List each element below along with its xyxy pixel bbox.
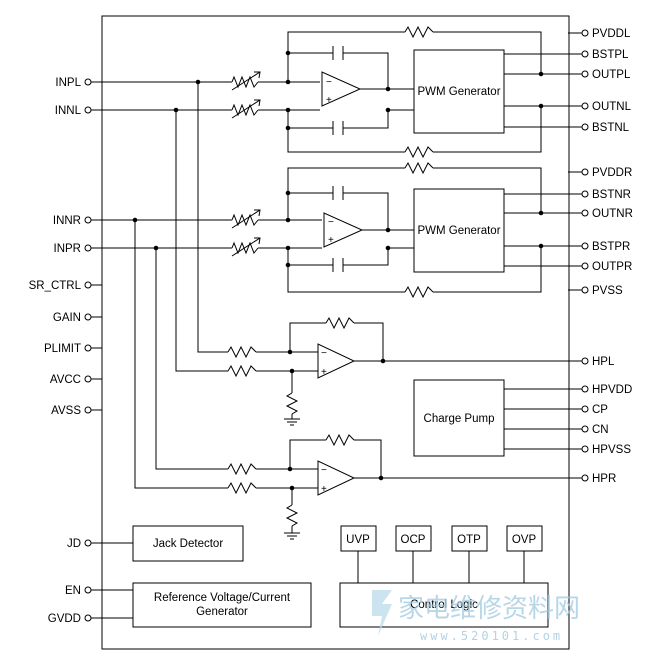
pin-hpl-label: HPL: [592, 356, 615, 368]
pin-innl-terminal: [84, 106, 92, 114]
class-d-amp-left: [321, 71, 362, 107]
pin-cp-terminal: [581, 405, 589, 413]
watermark-text: 家电维修资料网: [398, 594, 580, 624]
pin-hpvdd-terminal: [581, 385, 589, 393]
headphone-amp-right: [132, 217, 582, 540]
pin-avss-terminal: [84, 406, 92, 414]
pin-gain-terminal: [84, 313, 92, 321]
pin-outpl-terminal: [581, 70, 589, 78]
pin-hpr-label: HPR: [592, 473, 616, 485]
hp-amp-left-minus: −: [321, 348, 327, 359]
pin-inpr-label: INPR: [54, 243, 81, 255]
ovp-label: OVP: [512, 534, 537, 546]
pin-bstnl-label: BSTNL: [592, 122, 630, 134]
pin-plimit-label: PLIMIT: [44, 343, 81, 355]
charge-pump-block: [413, 379, 505, 457]
pin-bstnr-label: BSTNR: [592, 189, 631, 201]
watermark-url: www.520101.com: [420, 629, 563, 643]
pin-bstnl-terminal: [581, 123, 589, 131]
uvp-label: UVP: [346, 534, 370, 546]
left-pins: INPL INNL INNR INPR SR_CTRL GAIN PLIMIT AVCC AVS…: [29, 77, 92, 625]
pin-gvdd-terminal: [84, 614, 92, 622]
pin-jd-terminal: [84, 539, 92, 547]
control-logic-label: Control Logic: [410, 599, 478, 611]
hp-amp-right-minus: −: [321, 465, 327, 476]
pin-outnr-terminal: [581, 209, 589, 217]
pin-hpr-terminal: [581, 474, 589, 482]
pin-outpr-label: OUTPR: [592, 261, 632, 273]
pin-outnl-label: OUTNL: [592, 101, 632, 113]
pin-hpvss-terminal: [581, 445, 589, 453]
charge-pump-label: Charge Pump: [424, 413, 495, 425]
amp-right-plus: +: [328, 235, 334, 246]
pin-sr_ctrl-terminal: [84, 281, 92, 289]
pin-sr_ctrl-label: SR_CTRL: [29, 280, 82, 292]
right-pins: PVDDL BSTPL OUTPL OUTNL BSTNL PVDDR BSTNR OUTNR…: [581, 28, 633, 485]
amp-left-minus: −: [326, 77, 332, 88]
pin-bstpr-label: BSTPR: [592, 241, 630, 253]
ocp-label: OCP: [401, 534, 426, 546]
reference-generator-block: [132, 582, 312, 628]
pin-cp-label: CP: [592, 404, 608, 416]
pin-pvddr-label: PVDDR: [592, 167, 632, 179]
right-channel-amplifier: [91, 161, 582, 299]
pin-inpl-terminal: [84, 78, 92, 86]
pin-innr-label: INNR: [53, 215, 81, 227]
pin-plimit-terminal: [84, 344, 92, 352]
hp-amp-right-plus: +: [321, 484, 327, 495]
pin-innr-terminal: [84, 216, 92, 224]
reference-generator-label-line2: Generator: [196, 606, 248, 618]
pin-hpvdd-label: HPVDD: [592, 384, 632, 396]
watermark: 家电维修资料网 www.520101.com: [372, 590, 580, 643]
pin-bstpl-terminal: [581, 50, 589, 58]
control-logic-block: [339, 582, 549, 628]
headphone-amp-left: [173, 79, 582, 426]
pin-jd-label: JD: [67, 538, 81, 550]
pin-pvddl-label: PVDDL: [592, 28, 631, 40]
pin-inpr-terminal: [84, 244, 92, 252]
pin-bstpl-label: BSTPL: [592, 49, 629, 61]
pin-outpr-terminal: [581, 262, 589, 270]
reference-generator-label-line1: Reference Voltage/Current: [154, 592, 291, 604]
pin-outnr-label: OUTNR: [592, 208, 633, 220]
pin-hpvss-label: HPVSS: [592, 444, 631, 456]
pin-pvddl-terminal: [581, 29, 589, 37]
amp-left-plus: +: [326, 95, 332, 106]
pin-inpl-label: INPL: [55, 77, 81, 89]
pin-bstnr-terminal: [581, 190, 589, 198]
left-channel-amplifier: [91, 25, 582, 159]
pin-cn-label: CN: [592, 424, 609, 436]
pin-pvss-terminal: [581, 286, 589, 294]
pin-pvss-label: PVSS: [592, 285, 623, 297]
pwm-generator-right-label: PWM Generator: [417, 225, 500, 237]
pin-en-terminal: [84, 586, 92, 594]
pin-gain-label: GAIN: [53, 312, 81, 324]
pin-hpl-terminal: [581, 357, 589, 365]
pin-en-label: EN: [65, 585, 81, 597]
otp-label: OTP: [457, 534, 481, 546]
pin-avss-label: AVSS: [51, 405, 81, 417]
pin-outnl-terminal: [581, 102, 589, 110]
pin-bstpr-terminal: [581, 242, 589, 250]
pin-outpl-label: OUTPL: [592, 69, 631, 81]
pin-cn-terminal: [581, 425, 589, 433]
pin-gvdd-label: GVDD: [48, 613, 81, 625]
pin-innl-label: INNL: [55, 105, 82, 117]
hp-amp-left-plus: +: [321, 367, 327, 378]
jack-detector-label: Jack Detector: [153, 538, 223, 550]
pin-pvddr-terminal: [581, 168, 589, 176]
pwm-generator-left-label: PWM Generator: [417, 86, 500, 98]
chip-outline: [101, 15, 570, 650]
pin-avcc-terminal: [84, 375, 92, 383]
class-d-amp-right: [323, 212, 364, 248]
amp-right-minus: −: [328, 217, 334, 228]
pin-avcc-label: AVCC: [50, 374, 81, 386]
